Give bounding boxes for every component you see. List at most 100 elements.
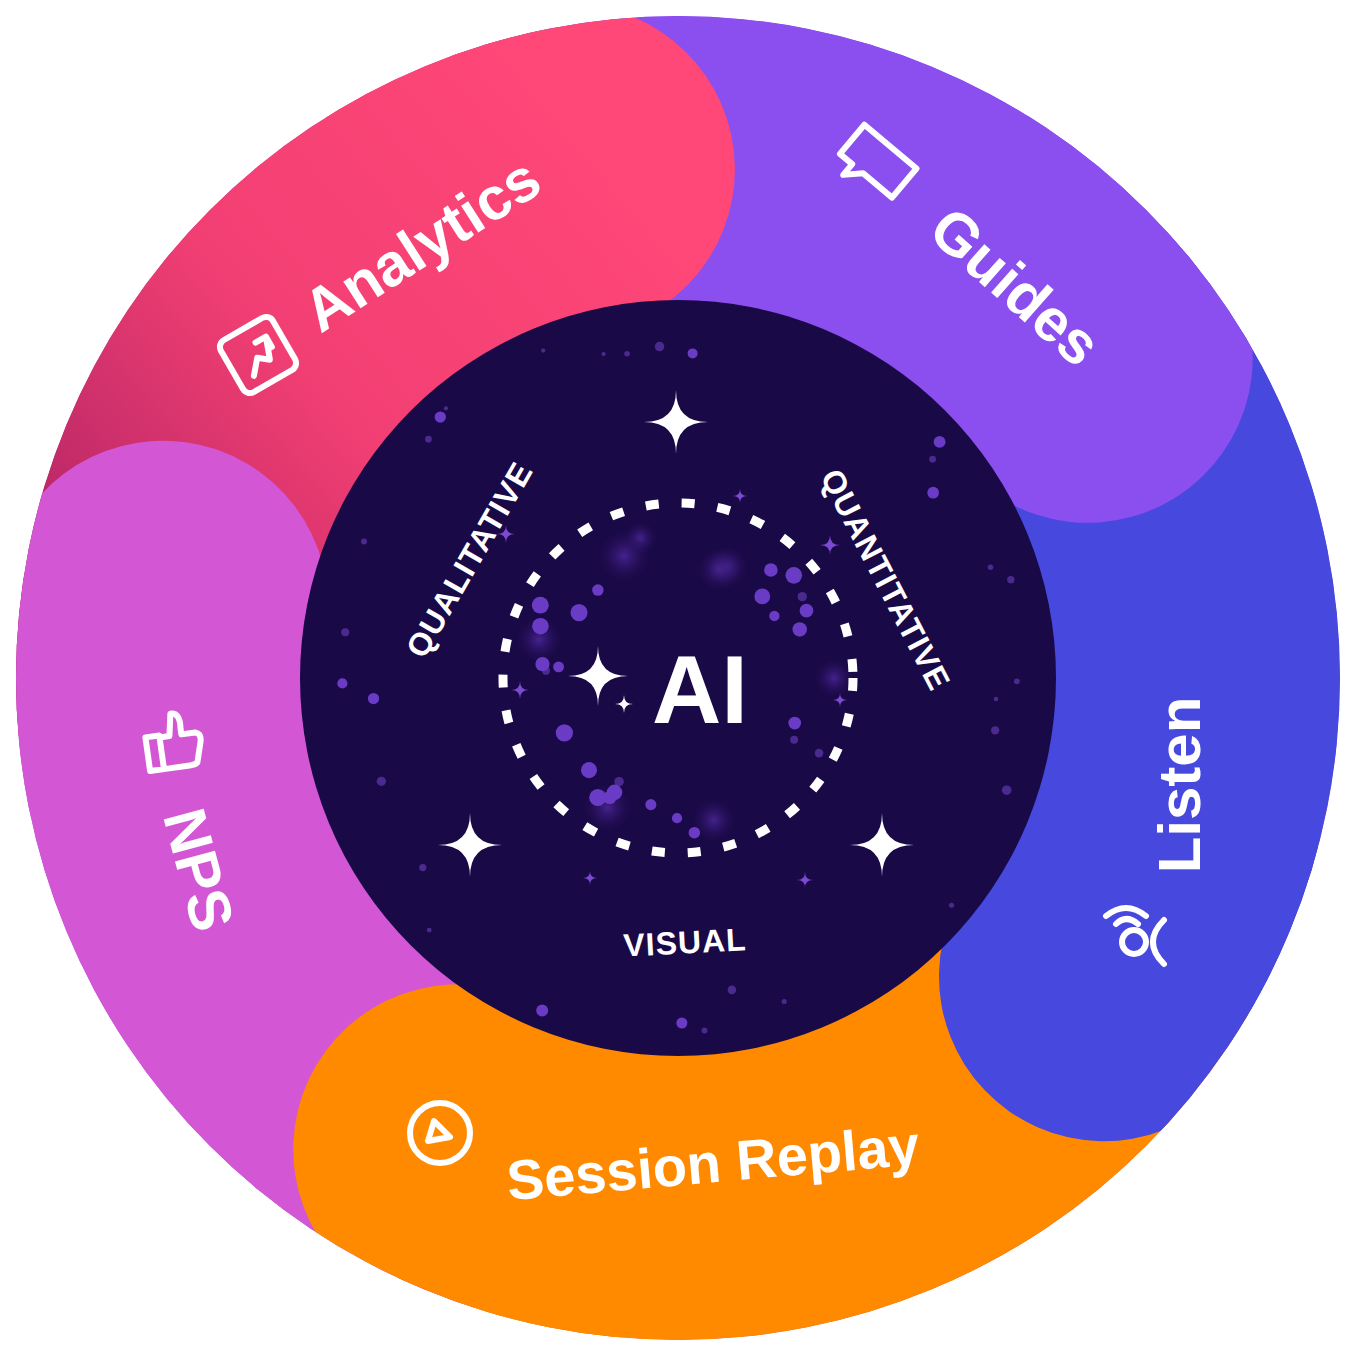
core-dot bbox=[556, 724, 573, 741]
core-dot bbox=[624, 351, 630, 357]
core-dot bbox=[1007, 576, 1014, 583]
core-dot bbox=[536, 1005, 548, 1017]
core-dot bbox=[553, 661, 564, 672]
core-dot bbox=[785, 567, 802, 584]
guides-icon bbox=[831, 125, 917, 209]
icon-body bbox=[1153, 920, 1164, 964]
band-icons bbox=[143, 125, 1164, 1163]
nps-band-head bbox=[158, 606, 163, 715]
core-dot bbox=[444, 406, 448, 410]
core-dot bbox=[599, 531, 649, 581]
core-dot bbox=[769, 611, 779, 621]
core-dot bbox=[601, 352, 605, 356]
icon-ring bbox=[410, 1103, 470, 1163]
core-dot bbox=[800, 604, 814, 618]
icon-hand bbox=[143, 710, 204, 771]
icon-bubble bbox=[831, 125, 917, 209]
band-label: Listen bbox=[1147, 697, 1213, 874]
core-dot bbox=[377, 777, 386, 786]
core-dot bbox=[991, 726, 999, 734]
core-dot bbox=[798, 592, 807, 601]
core-dot bbox=[361, 538, 367, 544]
core-dot bbox=[754, 588, 770, 604]
sparkle bbox=[797, 872, 813, 888]
core-label: VISUAL bbox=[622, 922, 747, 964]
core-decoration bbox=[337, 342, 1020, 1034]
band-node: Analytics bbox=[281, 136, 562, 353]
core-dot bbox=[988, 564, 993, 569]
ring-ground bbox=[16, 16, 1340, 1340]
icon-play bbox=[428, 1121, 450, 1141]
core-label: QUALITATIVE bbox=[400, 456, 540, 664]
sparkle bbox=[583, 871, 597, 885]
core-dot bbox=[535, 657, 549, 671]
core-dot bbox=[517, 617, 562, 662]
core-dot bbox=[427, 928, 432, 933]
core-label: AI bbox=[652, 637, 748, 743]
core-dot bbox=[728, 986, 737, 995]
band-label: Analytics bbox=[292, 145, 552, 345]
core-dot bbox=[532, 597, 549, 614]
core-dot bbox=[1002, 785, 1012, 795]
listen-icon bbox=[1106, 908, 1164, 964]
icon-arrow bbox=[240, 337, 280, 376]
core-dot bbox=[764, 563, 778, 577]
core-dot bbox=[688, 348, 698, 358]
band-node: Session Replay bbox=[494, 1109, 932, 1216]
band-heads bbox=[158, 169, 1157, 1184]
core-circle: QUALITATIVE QUANTITATIVE AI VISUAL bbox=[300, 300, 1057, 1057]
core-dot bbox=[655, 342, 665, 352]
core-dot bbox=[994, 697, 999, 702]
core-dot bbox=[815, 659, 853, 697]
core-disc bbox=[300, 300, 1056, 1056]
band-label: Session Replay bbox=[504, 1114, 922, 1211]
core-dot bbox=[672, 813, 682, 823]
core-dot bbox=[788, 717, 801, 730]
core-dot bbox=[425, 436, 432, 443]
core-dot bbox=[929, 456, 936, 463]
sparkle bbox=[820, 535, 840, 555]
core-dot bbox=[607, 785, 623, 801]
core-dot bbox=[419, 864, 426, 871]
dotted-ring bbox=[503, 503, 853, 853]
core-dot bbox=[368, 693, 379, 704]
core-label: QUANTITATIVE bbox=[813, 464, 956, 697]
core-dot bbox=[571, 604, 588, 621]
core-dot bbox=[790, 736, 798, 744]
icon-waves bbox=[1106, 908, 1146, 924]
core-dot bbox=[435, 411, 446, 422]
core-dot bbox=[337, 678, 347, 688]
core-dot bbox=[592, 584, 603, 595]
core-dot bbox=[676, 1017, 687, 1028]
analytics-icon bbox=[217, 314, 299, 396]
core-dot bbox=[702, 1028, 708, 1034]
icon-frame bbox=[217, 314, 299, 396]
nps-icon bbox=[143, 710, 204, 771]
core-dot bbox=[584, 784, 631, 831]
sparkle bbox=[568, 646, 628, 706]
sparkle bbox=[850, 813, 914, 877]
band-node: NPS bbox=[144, 791, 253, 949]
core-dot bbox=[689, 827, 700, 838]
sparkle bbox=[833, 693, 847, 707]
core-dot bbox=[532, 618, 549, 635]
icon-head bbox=[1122, 930, 1146, 954]
band-ring bbox=[16, 16, 1340, 1340]
core-dot bbox=[1014, 678, 1020, 684]
sparkle bbox=[733, 489, 747, 503]
core-dot bbox=[698, 548, 740, 590]
core-dot bbox=[782, 999, 787, 1004]
band-label: Guides bbox=[917, 195, 1113, 379]
listen-band-head bbox=[1104, 881, 1157, 976]
core-dot bbox=[949, 903, 954, 908]
sparkle bbox=[511, 681, 529, 699]
band-node: Guides bbox=[907, 185, 1123, 389]
sparkle bbox=[644, 390, 708, 454]
core-dot bbox=[815, 749, 824, 758]
core-dot bbox=[645, 799, 656, 810]
core-dot bbox=[341, 628, 349, 636]
core-dot bbox=[581, 762, 597, 778]
band-label: NPS bbox=[150, 802, 246, 938]
